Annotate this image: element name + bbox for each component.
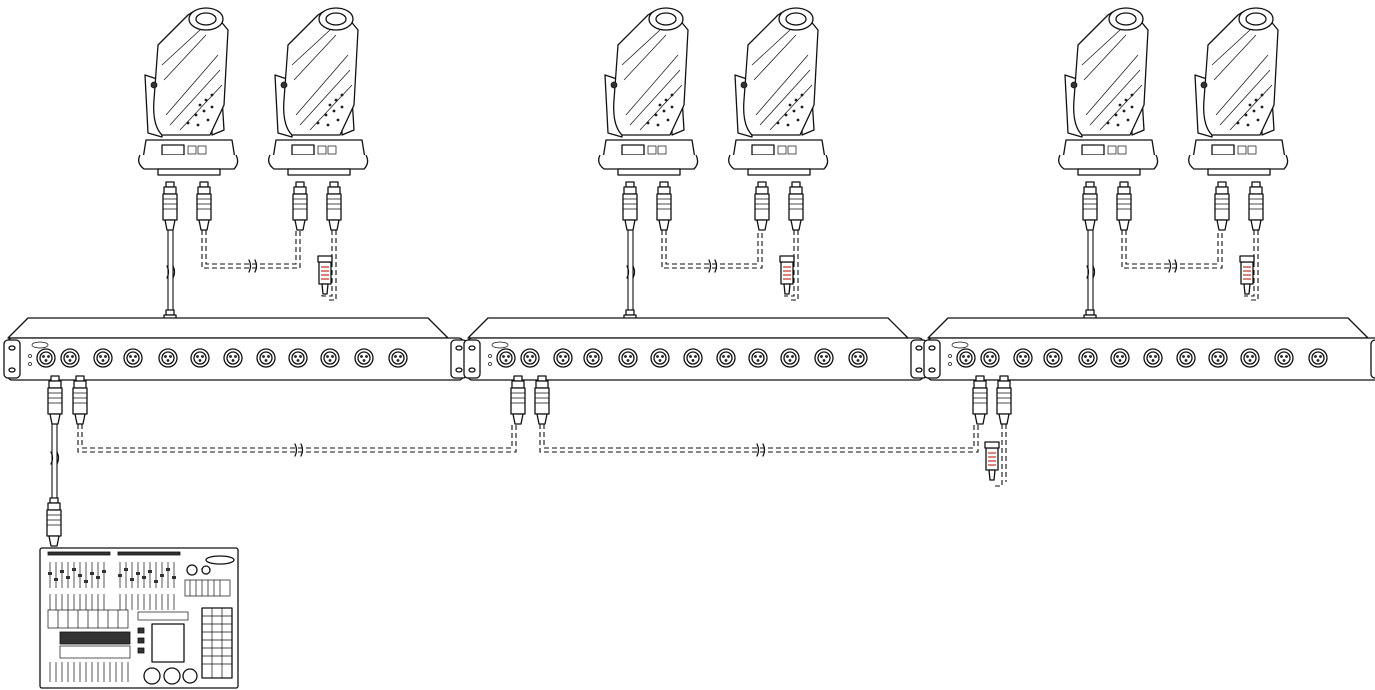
moving-head-fixture-icon [598,7,699,176]
xlr-male-connector-icon [162,181,178,231]
moving-head-fixture-icon [138,7,239,176]
moving-head-fixture-icon [1058,7,1159,176]
dmx-terminator-icon [984,441,1000,481]
lighting-console-icon [39,497,239,689]
dmx-terminator-icon [317,255,333,295]
dmx-splitter-icon [464,318,927,380]
moving-head-fixture-icon [728,7,829,176]
fixture-group-1 [4,7,467,500]
xlr-female-connector-icon [1116,181,1132,231]
xlr-male-connector-icon [1082,181,1098,231]
dmx-terminator-icon [1239,255,1255,295]
xlr-male-connector-icon [72,375,88,425]
dmx-splitter-icon [4,318,467,380]
xlr-male-connector-icon [46,497,62,547]
fixture-group-3 [924,7,1375,481]
dmx-terminator-icon [779,255,795,295]
moving-head-fixture-icon [268,7,369,176]
xlr-male-connector-icon [292,181,308,231]
dmx-splitter-icon [924,318,1375,380]
xlr-female-connector-icon [788,181,804,231]
splitter-link-cables [77,424,1007,487]
xlr-male-connector-icon [754,181,770,231]
xlr-male-connector-icon [1214,181,1230,231]
xlr-male-connector-icon [622,181,638,231]
xlr-male-connector-icon [972,375,988,425]
xlr-female-connector-icon [656,181,672,231]
xlr-male-connector-icon [996,375,1012,425]
xlr-male-connector-icon [510,375,526,425]
xlr-female-connector-icon [196,181,212,231]
xlr-male-connector-icon [534,375,550,425]
xlr-female-connector-icon [326,181,342,231]
xlr-male-connector-icon [47,375,63,425]
xlr-female-connector-icon [1248,181,1264,231]
moving-head-fixture-icon [1188,7,1289,176]
fixture-group-2 [464,7,927,425]
